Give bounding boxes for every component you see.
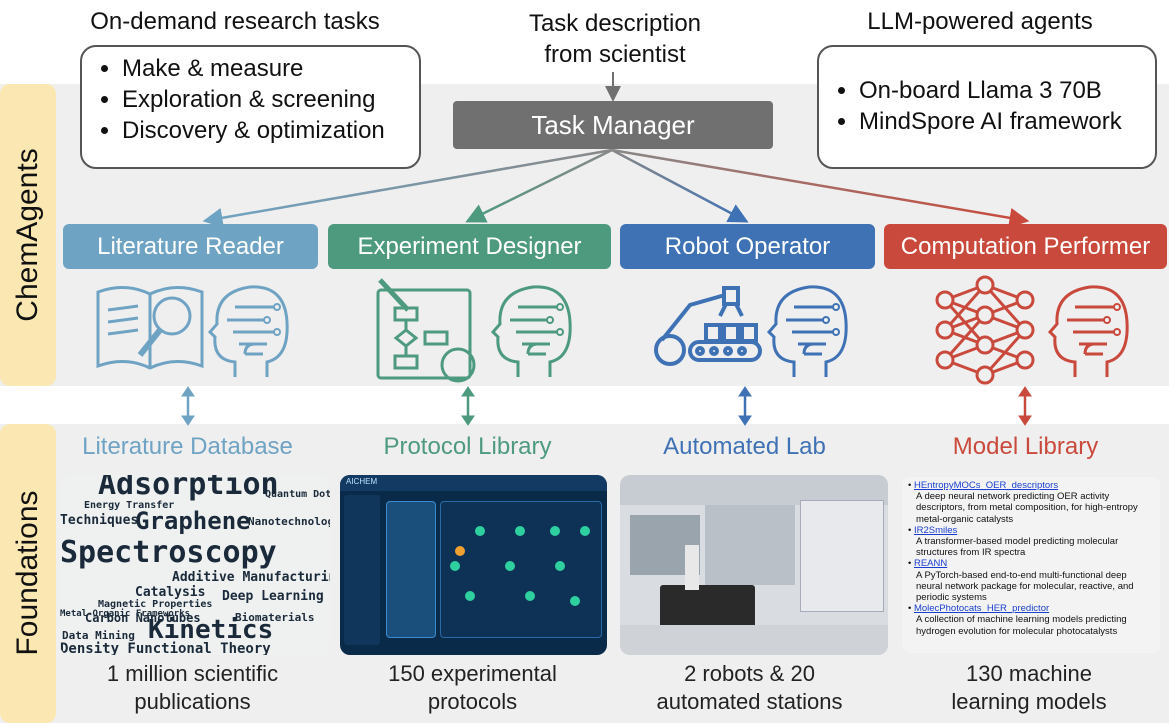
ai-head-icon (210, 287, 287, 377)
robot-arm-conveyor-icon (656, 288, 760, 364)
app-sidebar (344, 495, 380, 645)
word: Graphene (135, 507, 251, 535)
agent-icons (0, 270, 1169, 385)
model-description: A collection of machine learning models … (908, 614, 1154, 636)
literature-reader-agent[interactable]: Literature Reader (63, 224, 318, 269)
automated-lab-photo (620, 475, 888, 655)
book-magnifier-icon (98, 287, 202, 368)
protocol-caption: 150 experimental protocols (340, 660, 605, 716)
neural-network-icon (937, 277, 1033, 383)
app-panel (386, 501, 436, 638)
operator-lab-double-arrow (739, 387, 751, 425)
literature-word-cloud: Adsorption Energy Transfer Quantum Dot T… (60, 475, 330, 655)
lab-floor (620, 625, 888, 655)
model-list: • HEntropyMOCs_OER_descriptors A deep ne… (902, 477, 1160, 653)
word: Quantum Dot (265, 489, 330, 500)
model-library-title: Model Library (898, 433, 1153, 461)
computation-performer-agent[interactable]: Computation Performer (884, 224, 1167, 269)
clipboard-flowchart-icon (378, 280, 474, 381)
performer-model-double-arrow (1019, 387, 1031, 425)
manager-to-designer-arrow (472, 150, 612, 219)
model-description: A transformer-based model predicting mol… (908, 536, 1154, 558)
robot-operator-agent[interactable]: Robot Operator (620, 224, 875, 269)
model-caption: 130 machine learning models (898, 660, 1160, 716)
model-description: A deep neural network predicting OER act… (908, 491, 1154, 525)
lab-bench-right (800, 500, 884, 612)
manager-to-reader-arrow (210, 150, 612, 220)
word: Deep Learning (222, 589, 324, 604)
word: Spectroscopy (60, 535, 277, 570)
workflow-nodes (440, 501, 600, 636)
reader-database-double-arrow (182, 387, 194, 425)
app-title: AICHEM (346, 477, 377, 486)
word: Techniques (60, 513, 138, 528)
model-link[interactable]: MolecPhotocats_HER_predictor (914, 603, 1049, 614)
literature-caption: 1 million scientific publications (60, 660, 325, 716)
word: Catalysis (135, 585, 205, 600)
robot-arm (685, 545, 699, 590)
experiment-designer-agent[interactable]: Experiment Designer (328, 224, 611, 269)
protocol-app-screenshot: AICHEM (340, 475, 607, 655)
model-link[interactable]: REANN (914, 558, 947, 569)
ai-head-icon (493, 287, 570, 377)
automated-lab-title: Automated Lab (617, 433, 872, 461)
ai-head-icon (769, 287, 846, 377)
protocol-library-title: Protocol Library (340, 433, 595, 461)
word: Adsorption (98, 475, 279, 502)
model-link[interactable]: HEntropyMOCs_OER_descriptors (914, 480, 1058, 491)
word: Density Functional Theory (60, 641, 271, 655)
app-title-bar (340, 475, 607, 491)
manager-to-performer-arrow (612, 150, 1022, 220)
ai-head-icon (1050, 287, 1127, 377)
word: Nanotechnology (248, 515, 330, 528)
word: Additive Manufacturing (172, 570, 330, 585)
lab-caption: 2 robots & 20 automated stations (617, 660, 882, 716)
literature-database-title: Literature Database (60, 433, 315, 461)
lab-bench-center (705, 505, 795, 585)
model-description: A PyTorch-based end-to-end multi-functio… (908, 570, 1154, 604)
designer-protocol-double-arrow (462, 387, 474, 425)
model-link[interactable]: IR2Smiles (914, 525, 957, 536)
